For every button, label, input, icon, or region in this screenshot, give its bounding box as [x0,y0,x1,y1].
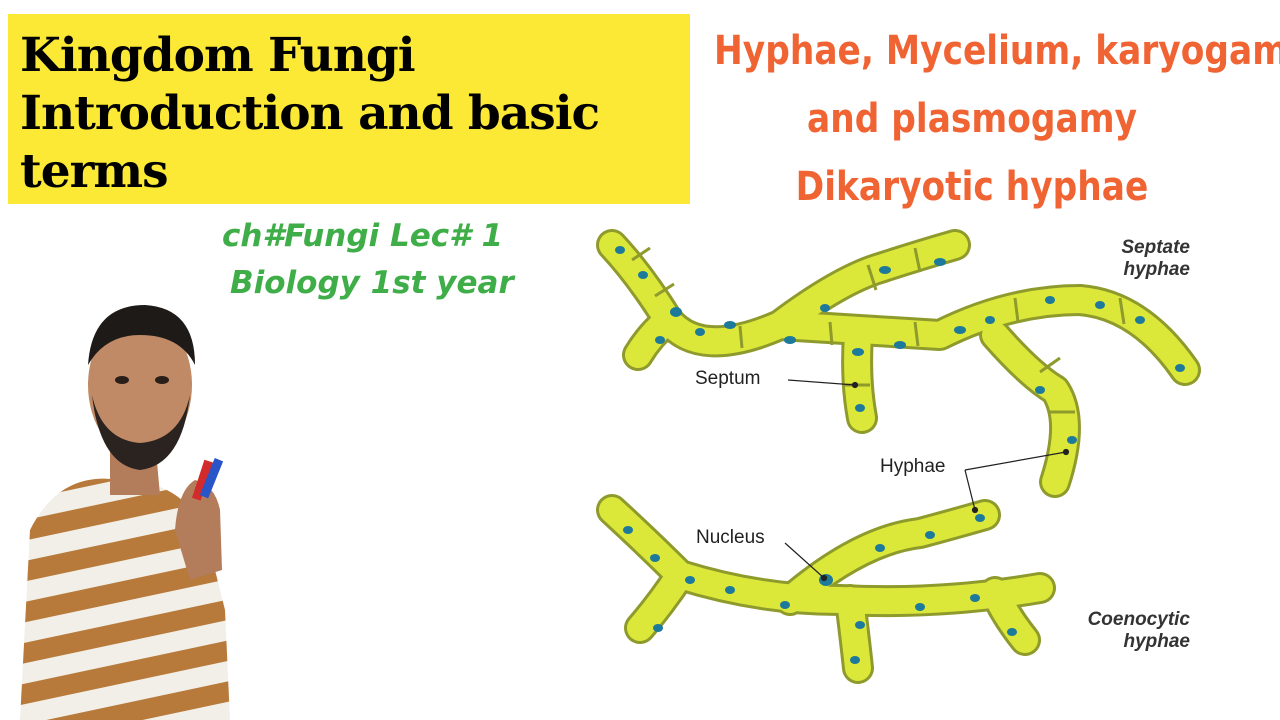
coenocytic-title-line-1: Coenocytic [1087,609,1190,630]
septum-label: Septum [695,368,761,389]
title-box: Kingdom Fungi Introduction and basic ter… [8,14,690,204]
nucleus-label: Nucleus [696,527,765,548]
septate-title-line-2: hyphae [1123,259,1190,280]
title-line-1: Kingdom Fungi [20,28,416,83]
title-line-3: terms [20,144,169,199]
lecture-line-2: Biology 1st year [230,265,514,301]
leader-lines [784,379,1070,582]
septate-title: Septate hyphae [1100,237,1190,281]
coenocytic-title-line-2: hyphae [1123,631,1190,652]
topic-line-2: and plasmogamy [807,96,1137,142]
presenter-photo [20,305,230,720]
title-line-2: Introduction and basic [20,86,600,141]
coenocytic-title: Coenocytic hyphae [1060,609,1190,653]
hyphae-label: Hyphae [880,456,946,477]
topic-line-3: Dikaryotic hyphae [795,164,1149,210]
topic-line-1: Hyphae, Mycelium, karyogamy [714,28,1280,74]
nuclei [615,246,1185,664]
septate-title-line-1: Septate [1121,237,1190,258]
lecture-line-1: ch#Fungi Lec# 1 [222,218,504,254]
